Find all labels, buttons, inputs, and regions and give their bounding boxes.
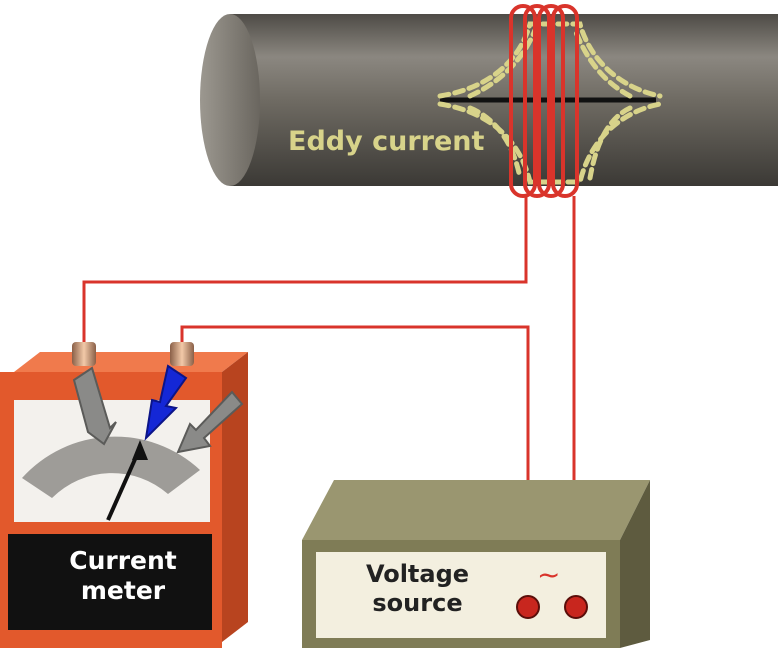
voltage-source-panel bbox=[316, 552, 606, 638]
arrow-blue-needle bbox=[144, 364, 188, 441]
arrow-gray-left bbox=[72, 366, 117, 446]
pipe bbox=[200, 14, 778, 186]
wire-coil-to-meter bbox=[82, 196, 528, 345]
ac-symbol: ~ bbox=[537, 558, 561, 591]
meter-label-panel bbox=[8, 534, 212, 630]
meter-terminal-left bbox=[72, 342, 96, 366]
arrow-gray-right bbox=[176, 390, 244, 454]
voltage-source bbox=[302, 480, 650, 648]
eddy-current-label: Eddy current bbox=[288, 126, 485, 157]
source-terminal-right bbox=[564, 595, 588, 619]
voltage-source-label: Voltage source bbox=[365, 560, 470, 617]
current-meter-label: Current meter bbox=[69, 546, 177, 605]
current-meter bbox=[0, 342, 248, 648]
wire-meter-to-source bbox=[180, 325, 530, 606]
meter-scale bbox=[22, 436, 200, 498]
meter-terminal-right bbox=[170, 342, 194, 366]
pipe-end bbox=[200, 14, 260, 186]
source-terminal-left bbox=[516, 595, 540, 619]
coil bbox=[509, 4, 579, 198]
